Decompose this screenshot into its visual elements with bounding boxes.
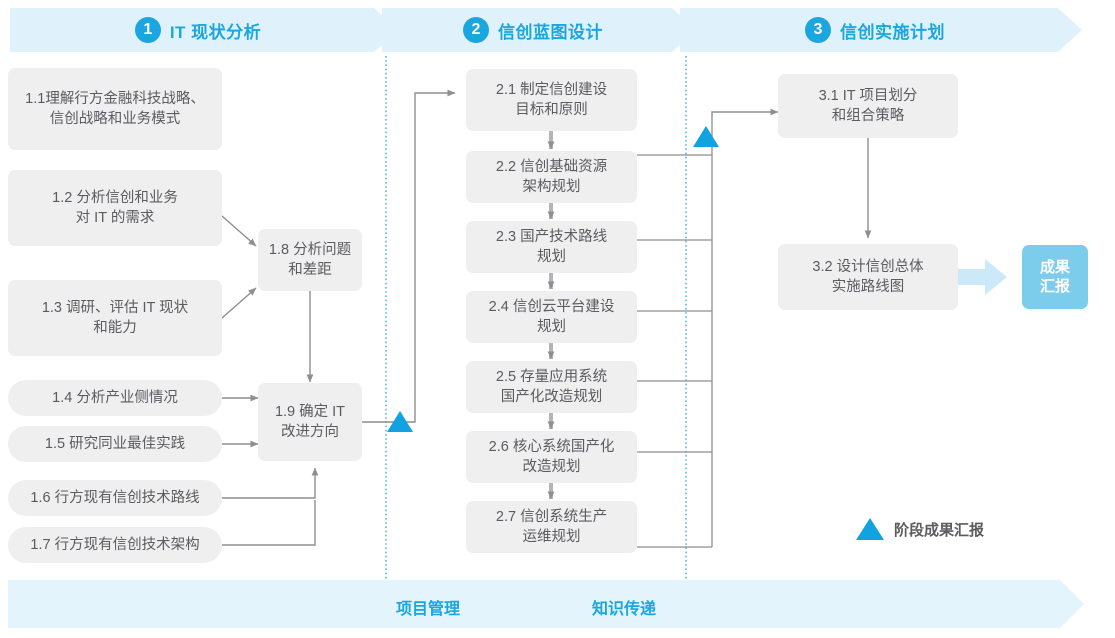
task-box-1-3[interactable]: 1.3 调研、评估 IT 现状 和能力 <box>8 280 222 356</box>
task-box-2-1[interactable]: 2.1 制定信创建设 目标和原则 <box>466 69 637 131</box>
task-box-2-4[interactable]: 2.4 信创云平台建设 规划 <box>466 291 637 343</box>
legend: 阶段成果汇报 <box>856 518 984 540</box>
phase-1-number: 1 <box>134 17 161 43</box>
task-box-3-2[interactable]: 3.2 设计信创总体 实施路线图 <box>778 244 958 310</box>
task-box-1-7[interactable]: 1.7 行方现有信创技术架构 <box>8 527 222 563</box>
phase-band-3: 3 信创实施计划 <box>680 8 1082 52</box>
task-box-2-6[interactable]: 2.6 核心系统国产化 改造规划 <box>466 431 637 483</box>
footer-label-project-management: 项目管理 <box>396 601 461 618</box>
task-box-1-2[interactable]: 1.2 分析信创和业务 对 IT 的需求 <box>8 170 222 246</box>
phase-1-title: IT 现状分析 <box>169 22 262 42</box>
phase-2-title: 信创蓝图设计 <box>498 22 603 42</box>
result-badge[interactable]: 成果 汇报 <box>1022 245 1088 309</box>
phase-2-number: 2 <box>463 17 489 43</box>
task-box-1-6[interactable]: 1.6 行方现有信创技术路线 <box>8 480 222 516</box>
milestone-triangle-phase1 <box>387 411 413 432</box>
task-box-1-1[interactable]: 1.1理解行方金融科技战略、 信创战略和业务模式 <box>8 68 222 150</box>
result-arrow <box>957 259 1007 295</box>
milestone-triangle-phase2 <box>693 126 719 147</box>
phase-band-2: 2 信创蓝图设计 <box>382 8 696 52</box>
task-box-2-5[interactable]: 2.5 存量应用系统 国产化改造规划 <box>466 361 637 413</box>
task-box-1-4[interactable]: 1.4 分析产业侧情况 <box>8 380 222 416</box>
legend-label: 阶段成果汇报 <box>894 521 985 539</box>
task-box-2-3[interactable]: 2.3 国产技术路线 规划 <box>466 221 637 273</box>
phase-3-title: 信创实施计划 <box>840 22 945 42</box>
footer-label-knowledge-transfer: 知识传递 <box>592 601 657 618</box>
task-box-1-5[interactable]: 1.5 研究同业最佳实践 <box>8 426 222 462</box>
milestone-triangle-icon <box>856 518 884 540</box>
task-box-1-9[interactable]: 1.9 确定 IT 改进方向 <box>258 383 362 461</box>
phase-band-1: 1 IT 现状分析 <box>10 8 398 52</box>
task-box-2-2[interactable]: 2.2 信创基础资源 架构规划 <box>466 151 637 203</box>
phase-3-number: 3 <box>805 17 831 43</box>
task-box-3-1[interactable]: 3.1 IT 项目划分 和组合策略 <box>778 74 958 138</box>
task-box-2-7[interactable]: 2.7 信创系统生产 运维规划 <box>466 501 637 553</box>
task-box-1-8[interactable]: 1.8 分析问题 和差距 <box>258 229 362 291</box>
